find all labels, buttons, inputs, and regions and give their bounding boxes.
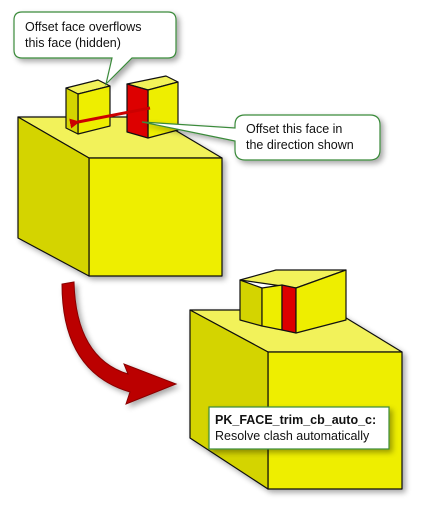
result-label-title: PK_FACE_trim_cb_auto_c: [215, 413, 376, 427]
callout-right-line2: the direction shown [246, 138, 354, 152]
result-label-subtitle: Resolve clash automatically [215, 429, 370, 443]
result-label-box [208, 406, 390, 450]
callout-top-line1: Offset face overflows [25, 20, 142, 34]
callout-right [141, 114, 381, 161]
resolved-offset-face [281, 284, 297, 334]
callout-right-line1: Offset this face in [246, 122, 342, 136]
callout-top-line2: this face (hidden) [25, 36, 121, 50]
after-small-block [239, 269, 347, 334]
before-small-block-left [65, 79, 111, 135]
direction-arrow-icon [69, 106, 151, 129]
before-small-block-right [126, 75, 179, 139]
before-block [17, 116, 223, 277]
after-block [189, 309, 403, 490]
callout-top [13, 11, 177, 86]
curved-arrow-icon [61, 281, 178, 405]
